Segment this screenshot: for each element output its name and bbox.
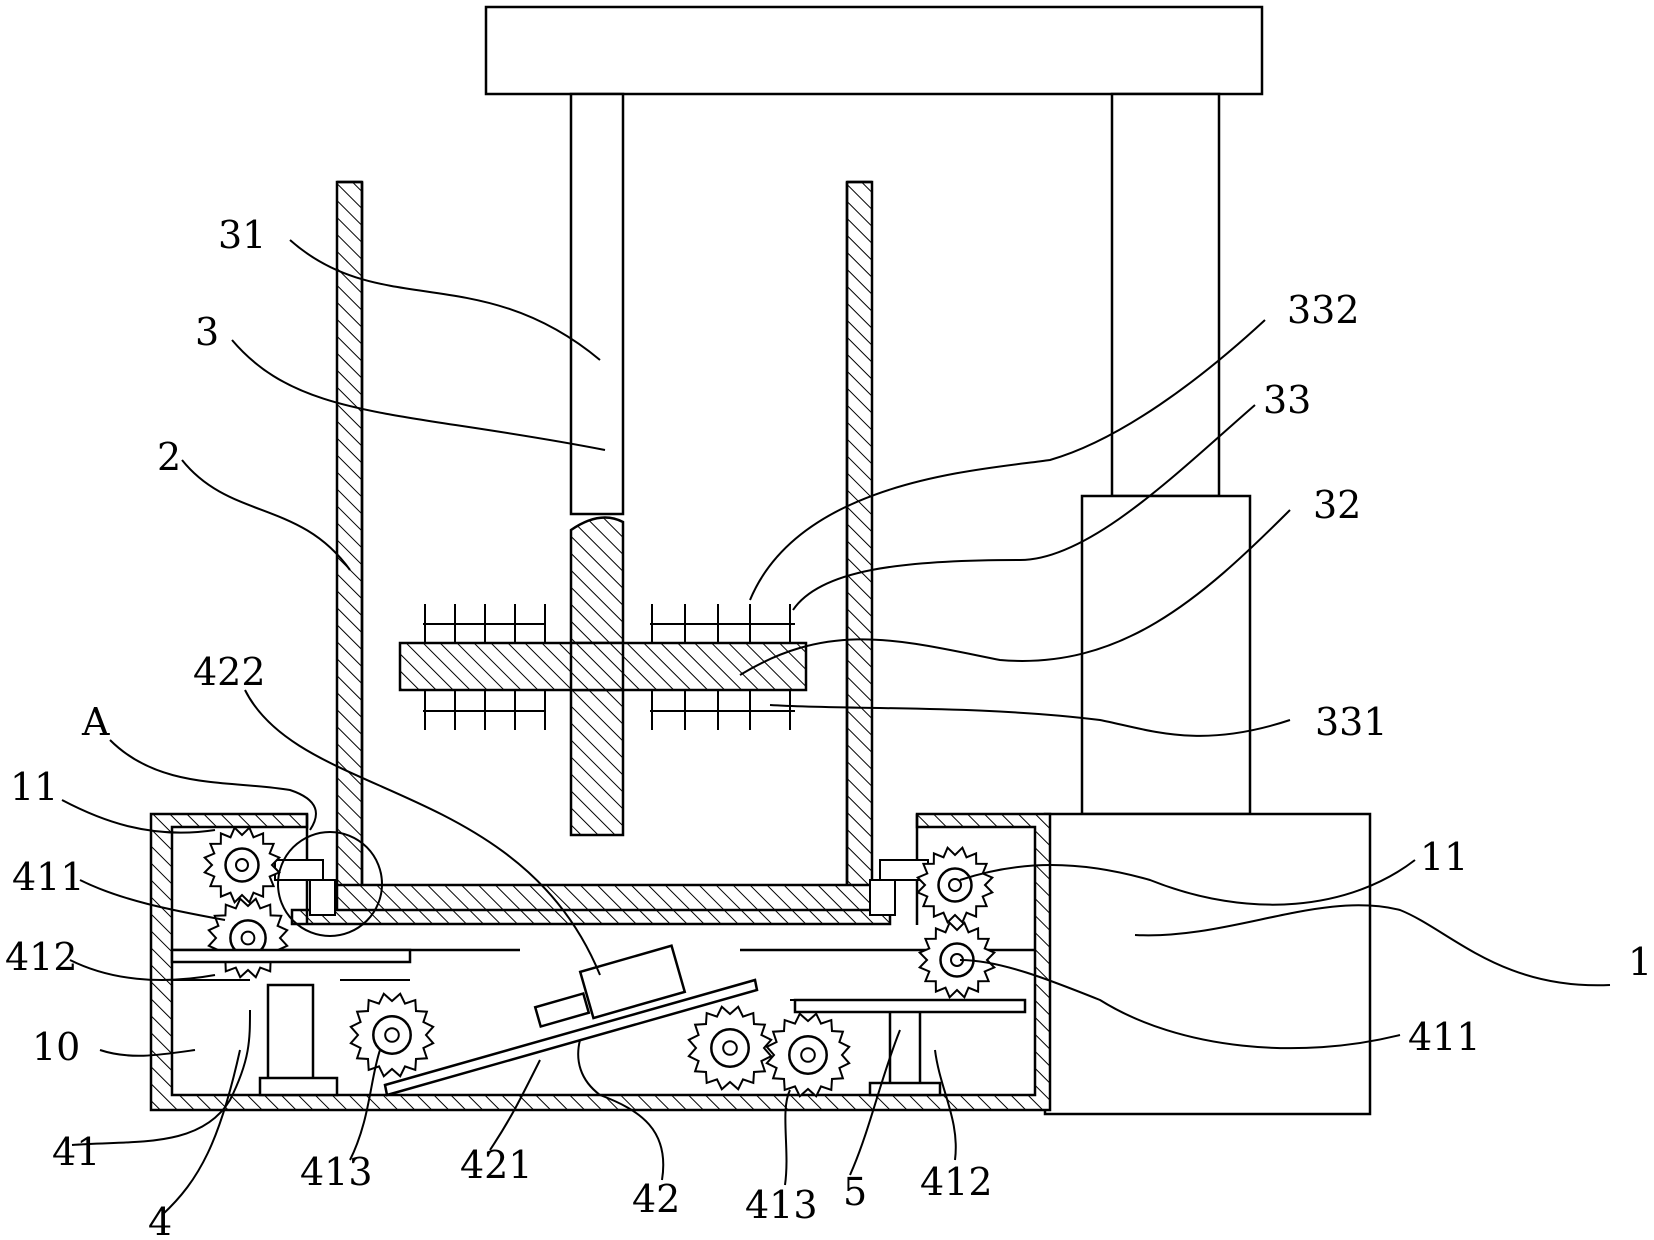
base-housing [1043, 812, 1372, 1116]
right-column-upper [1110, 92, 1221, 498]
gear-icon [765, 1012, 851, 1098]
label-41: 41 [52, 1130, 100, 1174]
label-421: 421 [460, 1143, 533, 1187]
label-33: 33 [1263, 378, 1311, 422]
gear-icon [917, 920, 997, 1000]
label-411-right: 411 [1408, 1015, 1481, 1059]
mixing-tank [335, 180, 874, 914]
label-2: 2 [157, 435, 181, 479]
drive-shaft [569, 92, 625, 516]
label-332: 332 [1287, 288, 1360, 332]
label-411-left: 411 [12, 855, 85, 899]
label-3: 3 [195, 310, 219, 354]
label-11-left: 11 [10, 765, 58, 809]
gear-icon [687, 1005, 773, 1091]
label-42: 42 [632, 1177, 680, 1221]
stirring-blades [423, 604, 795, 730]
gear-icon [207, 897, 289, 979]
label-4: 4 [148, 1200, 172, 1240]
label-331: 331 [1315, 700, 1388, 744]
gear-icon [915, 845, 995, 925]
label-1: 1 [1628, 940, 1652, 984]
gear-icon [202, 825, 282, 905]
gear-icon [349, 992, 435, 1078]
label-413-right: 413 [745, 1183, 818, 1227]
label-412-left: 412 [5, 935, 78, 979]
label-5: 5 [843, 1170, 867, 1214]
label-10: 10 [32, 1025, 80, 1069]
right-connector [869, 859, 929, 916]
label-A: A [81, 700, 110, 744]
label-11-right: 11 [1420, 835, 1468, 879]
support-pillars [170, 948, 1027, 1097]
label-413-left: 413 [300, 1150, 373, 1194]
inclined-rack [383, 944, 759, 1097]
left-connector [274, 831, 383, 937]
label-422: 422 [193, 650, 266, 694]
right-column-lower [1080, 494, 1252, 816]
gear-train [202, 825, 997, 1098]
top-beam [484, 5, 1264, 96]
label-31: 31 [218, 213, 266, 257]
label-412-right: 412 [920, 1160, 993, 1204]
leader-lines [61, 239, 1611, 1216]
label-32: 32 [1313, 483, 1361, 527]
